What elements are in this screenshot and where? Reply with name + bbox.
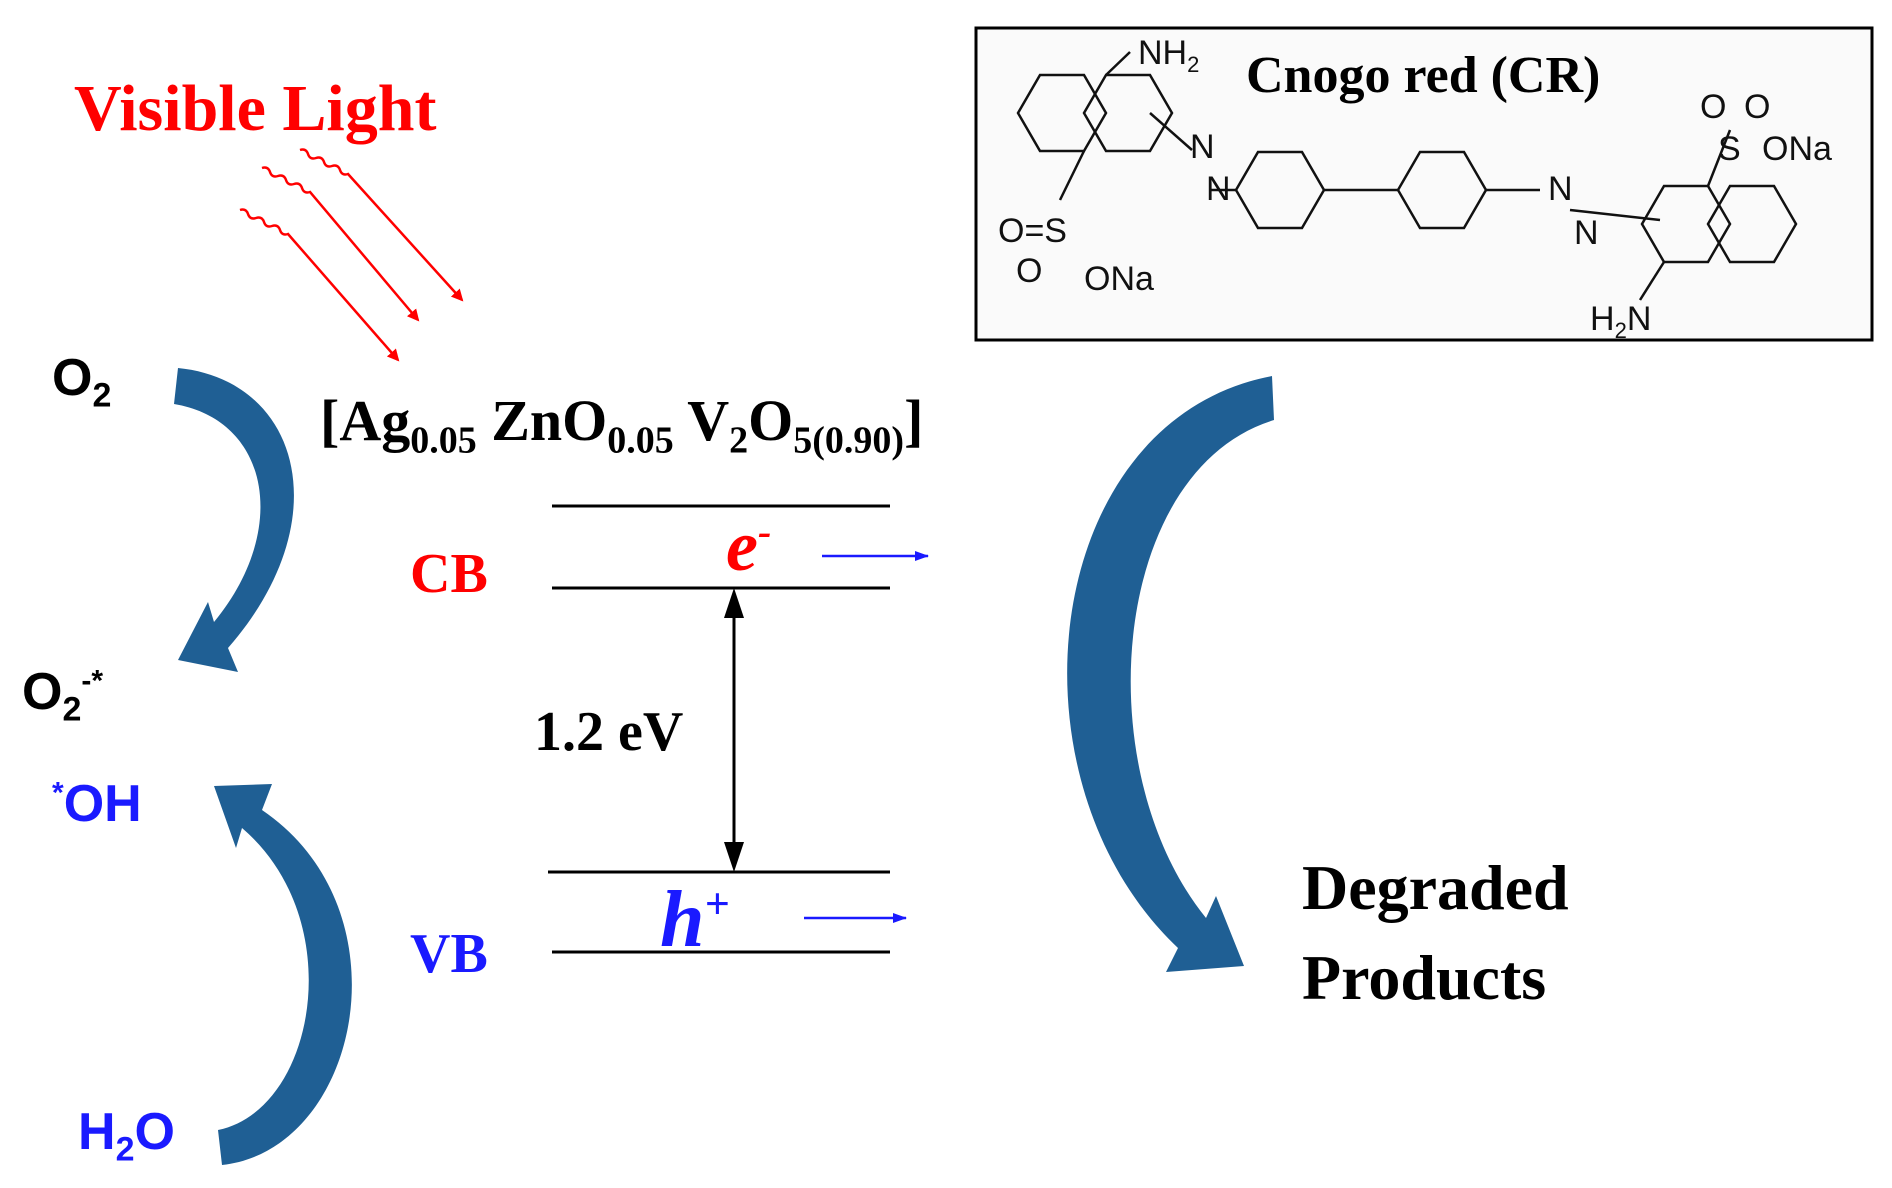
label-so3-left-c: ONa	[1084, 260, 1154, 298]
left-naphthalene-ring-b	[1082, 73, 1174, 153]
structure-frame	[974, 26, 1874, 342]
label-so3-right-d: ONa	[1762, 130, 1832, 168]
vb-label: VB	[410, 923, 488, 985]
label-nh2-top: NH2	[1138, 34, 1199, 77]
label-so3-right-a: O	[1700, 88, 1726, 126]
band-gap-arrow	[724, 588, 744, 872]
label-n3: N	[1548, 170, 1573, 208]
visible-light-label: Visible Light	[74, 72, 437, 145]
band-diagram	[548, 504, 890, 954]
water-label: H2O	[78, 1103, 175, 1169]
hydroxyl-label: *OH	[52, 775, 142, 833]
label-n4: N	[1574, 214, 1599, 252]
light-rays	[239, 148, 464, 362]
dye-title: Cnogo red (CR)	[1246, 47, 1601, 104]
dye-degradation-arrow	[1067, 376, 1274, 972]
electron-label: e-	[726, 506, 772, 586]
label-n1: N	[1190, 128, 1215, 166]
right-naphthalene-ring-b	[1706, 184, 1798, 264]
label-h2n: H2N	[1590, 300, 1651, 343]
hole-label: h+	[660, 876, 730, 964]
label-so3-right-b: O	[1744, 88, 1770, 126]
superoxide-label: O2-*	[22, 663, 104, 729]
label-so3-left-b: O	[1016, 252, 1042, 290]
label-so3-right-c: S	[1718, 130, 1741, 168]
light-ray-2	[261, 166, 420, 322]
products-line-1: Degraded	[1302, 852, 1569, 923]
catalyst-formula: [Ag0.05 ZnO0.05 V2O5(0.90)]	[320, 388, 924, 462]
label-so3-left-a: O=S	[998, 212, 1067, 250]
o2-label: O2	[52, 349, 112, 415]
light-ray-1	[239, 208, 400, 362]
products-line-2: Products	[1302, 942, 1547, 1013]
light-ray-3	[299, 148, 464, 302]
label-n2: N	[1206, 170, 1231, 208]
band-gap-label: 1.2 eV	[534, 701, 684, 763]
congo-red-structure: NH2 N N N N O=S O ONa O O S ONa H2N	[974, 26, 1874, 343]
water-oxidation-arrow	[214, 784, 352, 1165]
o2-reduction-arrow	[174, 368, 294, 672]
cb-label: CB	[410, 543, 488, 605]
